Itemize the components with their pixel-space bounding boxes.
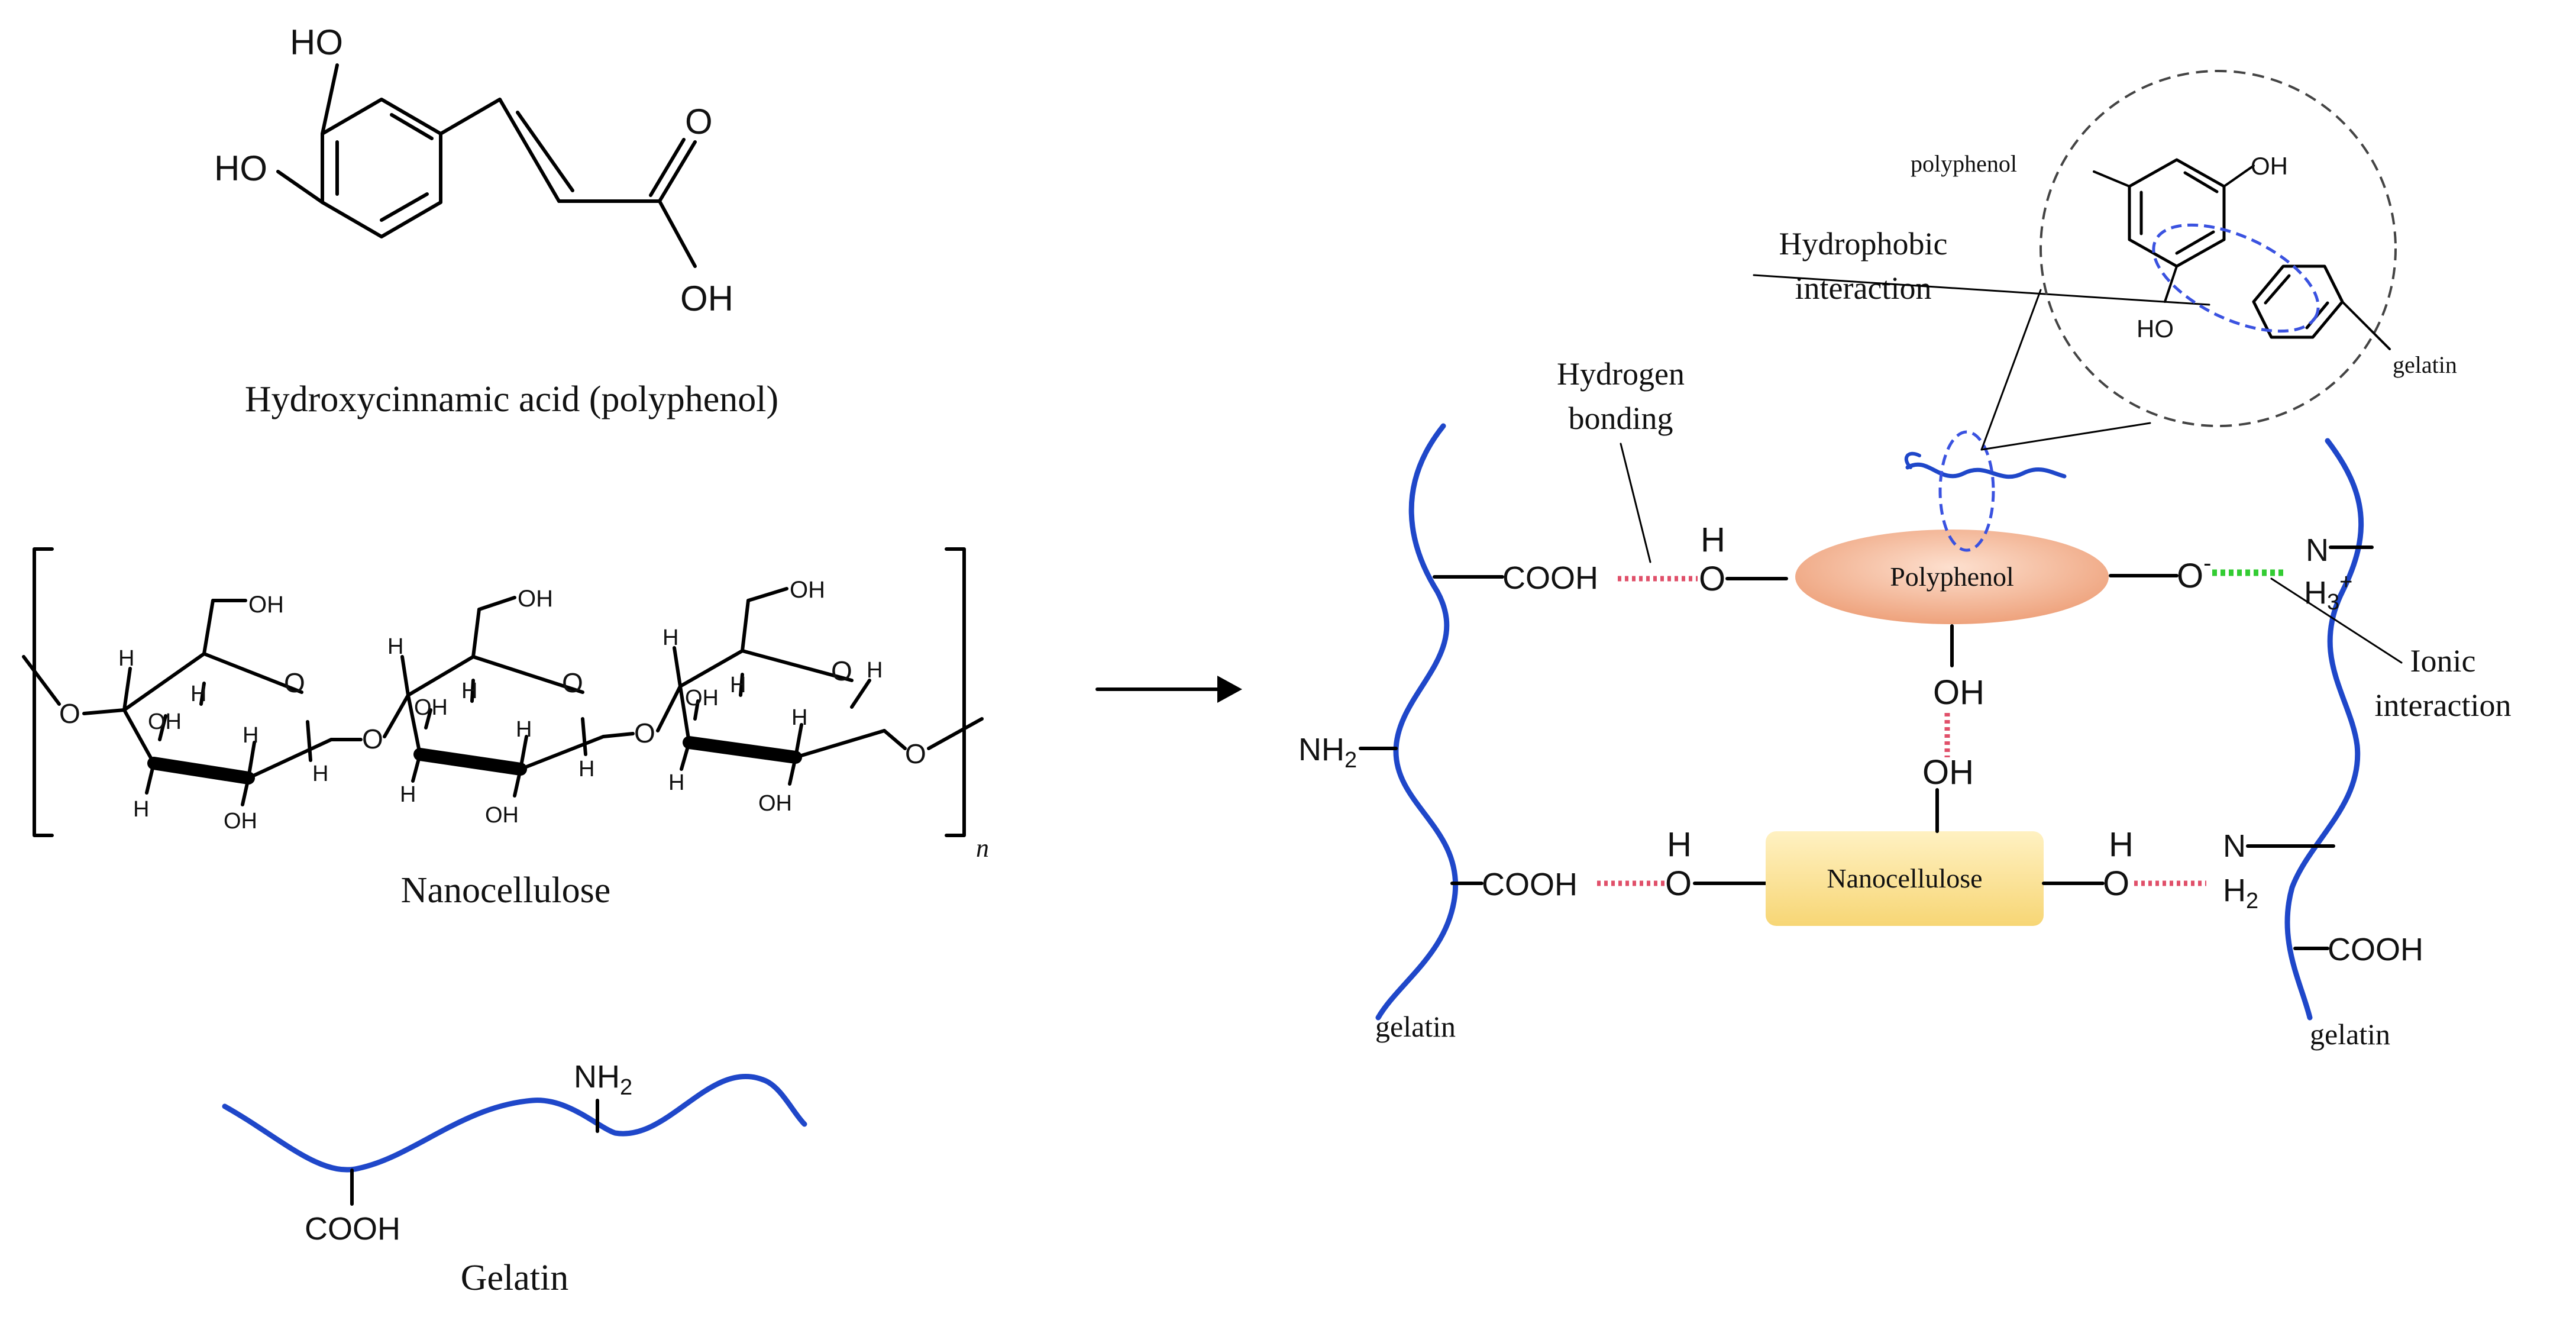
nano-ring2-h2: H	[400, 782, 416, 807]
cooh-right: COOH	[2328, 932, 2423, 967]
nano-ring1-h5: H	[312, 761, 328, 786]
hca-ho-top: HO	[290, 22, 343, 62]
polyphenol-side-wave	[1905, 462, 2067, 479]
hydrophobic-label-2: interaction	[1795, 270, 1932, 306]
hydrogen-bonding-pointer	[1620, 443, 1651, 563]
nano-ring2-h3: H	[461, 679, 477, 703]
cooh-top-left: COOH	[1502, 560, 1598, 596]
nano-o-term-right: O	[905, 738, 926, 769]
oh-nanocellulose: OH	[1922, 753, 1974, 792]
hydrophobic-spot	[1938, 430, 1995, 552]
nanocellulose-box	[1766, 831, 2044, 926]
nano-ring1-oh-top: OH	[248, 592, 284, 618]
nano-ring2-o: O	[562, 667, 583, 698]
nano-ring3-h1: H	[662, 625, 678, 650]
hca-oh-acid: OH	[680, 279, 733, 318]
n-bottom-right: N	[2223, 828, 2246, 864]
nano-ring2-h1: H	[387, 634, 403, 659]
nano-o-term-left: O	[59, 698, 80, 729]
nano-ring3-h4: H	[791, 705, 807, 730]
h-bottom-right: H	[2109, 825, 2134, 864]
hca-caption: Hydroxycinnamic acid (polyphenol)	[245, 379, 778, 419]
o-top-left: O	[1699, 560, 1725, 598]
hydrogen-bonding-label-2: bonding	[1568, 401, 1673, 436]
ionic-label-1: Ionic	[2410, 643, 2476, 679]
nh2-left: NH2	[1298, 732, 1357, 773]
nano-ring1-oh-mid: OH	[148, 709, 182, 734]
nano-ring1-h1: H	[118, 646, 134, 671]
o-bottom-right: O	[2103, 864, 2129, 903]
polyphenol-label: Polyphenol	[1890, 561, 2014, 592]
nano-ring3-o: O	[831, 656, 852, 686]
gelatin-label-right: gelatin	[2310, 1018, 2390, 1051]
nano-ring2-oh-bot: OH	[485, 803, 519, 828]
nanocellulose-structure: n O O OH H H OH H H OH H O	[22, 547, 989, 911]
nano-ring2-oh-mid: OH	[414, 695, 448, 720]
nano-n-subscript: n	[976, 834, 989, 863]
nano-ring1-oh-bot: OH	[224, 809, 257, 834]
hydrogen-bonding-label-1: Hydrogen	[1557, 356, 1685, 392]
h3-plus: H3+	[2304, 570, 2352, 615]
ionic-label-2: interaction	[2375, 687, 2512, 723]
nano-ring3-oh-bot: OH	[758, 791, 792, 816]
nano-ring3-h3: H	[730, 673, 746, 698]
inset-ho-bottom: HO	[2137, 315, 2174, 343]
nano-ring2-oh-top: OH	[518, 586, 553, 612]
oh-polyphenol: OH	[1933, 673, 1984, 712]
gelatin-cooh: COOH	[305, 1211, 400, 1247]
nano-ring2-h4: H	[516, 717, 532, 742]
gelatin-label-left: gelatin	[1375, 1010, 1456, 1043]
nano-glyco-o2: O	[634, 718, 655, 748]
nano-ring3-h5: H	[867, 658, 883, 683]
h2-bottom-right: H2	[2223, 873, 2258, 913]
n-top-right: N	[2306, 532, 2329, 568]
nano-ring3-h2: H	[668, 770, 684, 795]
polyphenol-ellipse	[1795, 530, 2109, 624]
nano-ring1-h4: H	[243, 723, 258, 748]
nano-glyco-o1: O	[362, 724, 383, 754]
nano-ring1-h3: H	[190, 682, 206, 706]
gelatin-caption: Gelatin	[461, 1258, 569, 1298]
nano-ring3-oh-mid: OH	[685, 686, 719, 711]
h-top-left: H	[1701, 521, 1725, 559]
h-bottom-left: H	[1667, 825, 1692, 864]
hca-o-carbonyl: O	[685, 102, 713, 141]
nanocellulose-label: Nanocellulose	[1827, 863, 1982, 893]
gelatin-structure: NH2 COOH Gelatin	[222, 1059, 807, 1298]
pi-stacking-ellipse	[2152, 223, 2320, 333]
inset-gelatin-label: gelatin	[2393, 351, 2457, 378]
gelatin-chain-right	[2284, 438, 2364, 1021]
hydroxycinnamic-acid-structure: HO HO O OH Hydroxycinnamic acid (polyphe…	[214, 22, 778, 419]
nanocellulose-caption: Nanocellulose	[401, 870, 611, 911]
inset-oh-top: OH	[2251, 152, 2288, 180]
ionic-pointer	[2270, 577, 2403, 664]
interaction-scheme: COOH O H NH2 COOH O H Polyphenol Nanocel…	[1298, 70, 2512, 1051]
cooh-bottom-left: COOH	[1482, 867, 1578, 902]
hca-ho-left: HO	[214, 149, 267, 188]
nano-ring1-o: O	[284, 667, 305, 698]
inset-polyphenol-label: polyphenol	[1911, 150, 2017, 177]
gelatin-nh2: NH2	[574, 1059, 632, 1100]
gelatin-chain-left	[1375, 423, 1459, 1021]
nano-ring3-oh-top: OH	[790, 577, 825, 603]
nano-ring1-h2: H	[133, 797, 149, 822]
inset-magnifier	[2040, 70, 2397, 427]
nano-ring2-h5: H	[578, 757, 594, 782]
reaction-arrow	[1095, 676, 1242, 703]
o-minus: O-	[2177, 550, 2211, 595]
hydrophobic-label-1: Hydrophobic	[1779, 226, 1948, 262]
o-bottom-left: O	[1665, 864, 1692, 903]
